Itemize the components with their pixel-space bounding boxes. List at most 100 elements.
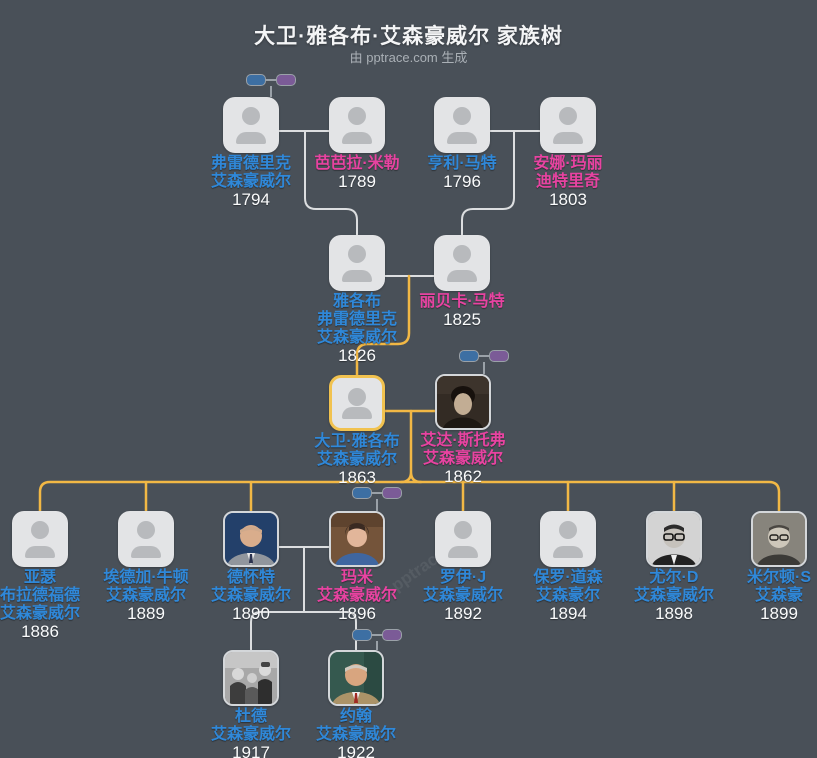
name-line: 艾森豪威尔: [633, 587, 714, 604]
birth-year: 1862: [444, 467, 482, 486]
name-line: 埃德加·牛顿: [103, 569, 189, 586]
partner-pill-purple[interactable]: [489, 350, 509, 362]
name-line: 艾达·斯托弗: [420, 432, 506, 449]
person-node-john: 约翰 艾森豪威尔 1922: [301, 650, 411, 758]
person-name: 安娜·玛丽 迪特里奇: [513, 155, 623, 191]
avatar-placeholder[interactable]: [434, 97, 490, 153]
avatar-placeholder[interactable]: [540, 511, 596, 567]
birth-year: 1789: [338, 172, 376, 191]
partner-pill-blue[interactable]: [246, 74, 266, 86]
person-name: 弗雷德里克 艾森豪威尔: [196, 155, 306, 191]
portrait-milton-icon: [753, 513, 805, 565]
partner-link-line: [372, 492, 382, 494]
name-line: 艾森豪威尔: [316, 451, 397, 468]
avatar-photo-mamie[interactable]: [329, 511, 385, 567]
birth-year: 1896: [338, 604, 376, 623]
name-line: 弗雷德里克: [210, 155, 291, 172]
avatar-placeholder[interactable]: [435, 511, 491, 567]
person-name: 亨利·马特: [407, 155, 517, 173]
person-node-dwight: 德怀特 艾森豪威尔 1890: [196, 511, 306, 623]
avatar-placeholder[interactable]: [223, 97, 279, 153]
birth-year: 1826: [338, 346, 376, 365]
name-line: 德怀特: [226, 569, 275, 586]
name-line: 亚瑟: [23, 569, 56, 586]
avatar-photo-milton[interactable]: [751, 511, 807, 567]
partner-pill-blue[interactable]: [352, 629, 372, 641]
partner-pill-purple[interactable]: [382, 487, 402, 499]
name-line: 艾森豪威尔: [422, 450, 503, 467]
avatar-placeholder[interactable]: [434, 235, 490, 291]
birth-year: 1917: [232, 743, 270, 758]
name-line: 艾森豪尔: [535, 587, 600, 604]
avatar-photo-earl[interactable]: [646, 511, 702, 567]
name-line: 艾森豪威尔: [210, 726, 291, 743]
birth-year: 1890: [232, 604, 270, 623]
partner-pill-blue[interactable]: [352, 487, 372, 499]
avatar-placeholder[interactable]: [329, 97, 385, 153]
name-line: 雅各布: [332, 293, 381, 310]
person-name: 约翰 艾森豪威尔: [301, 708, 411, 744]
name-line: 弗雷德里克: [316, 311, 397, 328]
name-line: 艾森豪威尔: [316, 587, 397, 604]
person-name: 玛米 艾森豪威尔: [302, 569, 412, 605]
person-name: 米尔顿·S 艾森豪: [724, 569, 817, 605]
page-subtitle: 由 pptrace.com 生成: [349, 50, 468, 65]
birth-year: 1803: [549, 190, 587, 209]
person-node-david: 大卫·雅各布 艾森豪威尔 1863: [302, 375, 412, 487]
avatar-photo-dwight[interactable]: [223, 511, 279, 567]
birth-year: 1892: [444, 604, 482, 623]
partners-badge[interactable]: [246, 74, 302, 86]
person-name: 亚瑟 布拉德福德 艾森豪威尔: [0, 569, 95, 623]
portrait-ida-icon: [437, 376, 489, 428]
person-node-rebecca: 丽贝卡·马特 1825: [407, 235, 517, 329]
name-line: 艾森豪威尔: [105, 587, 186, 604]
portrait-earl-icon: [648, 513, 700, 565]
name-line: 杜德: [234, 708, 267, 725]
name-line: 艾森豪: [754, 587, 803, 604]
birth-year: 1886: [21, 622, 59, 641]
person-node-milton: 米尔顿·S 艾森豪 1899: [724, 511, 817, 623]
person-node-ida: 艾达·斯托弗 艾森豪威尔 1862: [408, 374, 518, 486]
portrait-dwight-icon: [225, 513, 277, 565]
person-node-roy: 罗伊·J 艾森豪威尔 1892: [408, 511, 518, 623]
partner-pill-blue[interactable]: [459, 350, 479, 362]
avatar-photo-doud[interactable]: [223, 650, 279, 706]
avatar-placeholder-highlighted[interactable]: [329, 375, 385, 431]
avatar-photo-ida[interactable]: [435, 374, 491, 430]
partners-badge[interactable]: [352, 487, 408, 499]
avatar-placeholder[interactable]: [329, 235, 385, 291]
name-line: 艾森豪威尔: [210, 587, 291, 604]
partners-badge[interactable]: [459, 350, 515, 362]
person-name: 埃德加·牛顿 艾森豪威尔: [91, 569, 201, 605]
avatar-placeholder[interactable]: [540, 97, 596, 153]
name-line: 艾森豪威尔: [0, 605, 80, 622]
partner-pill-purple[interactable]: [276, 74, 296, 86]
name-line: 罗伊·J: [439, 569, 487, 586]
avatar-photo-john[interactable]: [328, 650, 384, 706]
avatar-placeholder[interactable]: [118, 511, 174, 567]
person-node-jacob: 雅各布 弗雷德里克 艾森豪威尔 1826: [302, 235, 412, 365]
person-name: 芭芭拉·米勒: [302, 155, 412, 173]
person-node-doud: 杜德 艾森豪威尔 1917: [196, 650, 306, 758]
person-name: 大卫·雅各布 艾森豪威尔: [302, 433, 412, 469]
name-line: 布拉德福德: [0, 587, 80, 604]
person-node-henry: 亨利·马特 1796: [407, 97, 517, 191]
name-line: 艾森豪威尔: [316, 329, 397, 346]
name-line: 芭芭拉·米勒: [314, 155, 400, 172]
birth-year: 1825: [443, 310, 481, 329]
avatar-placeholder[interactable]: [12, 511, 68, 567]
name-line: 迪特里奇: [535, 173, 600, 190]
birth-year: 1898: [655, 604, 693, 623]
portrait-doud-icon: [225, 652, 277, 704]
birth-year: 1796: [443, 172, 481, 191]
partner-pill-purple[interactable]: [382, 629, 402, 641]
name-line: 大卫·雅各布: [314, 433, 400, 450]
partners-badge[interactable]: [352, 629, 408, 641]
person-node-barbara: 芭芭拉·米勒 1789: [302, 97, 412, 191]
name-line: 艾森豪威尔: [422, 587, 503, 604]
person-name: 保罗·道森 艾森豪尔: [513, 569, 623, 605]
person-name: 德怀特 艾森豪威尔: [196, 569, 306, 605]
birth-year: 1894: [549, 604, 587, 623]
